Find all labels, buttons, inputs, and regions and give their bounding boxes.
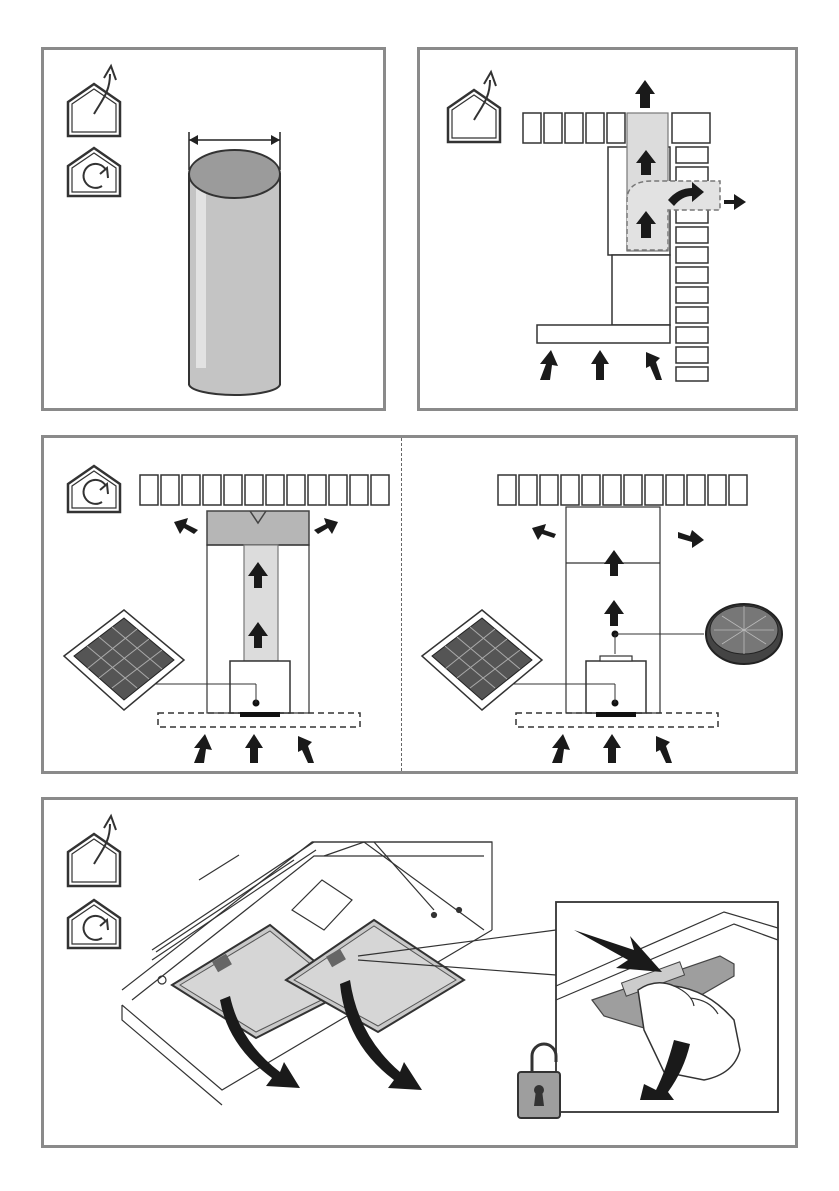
ceiling-bricks-left [140, 475, 389, 505]
grease-filter-right [286, 920, 464, 1032]
ceiling-bricks [523, 113, 625, 143]
recirculation-mode-icon [68, 900, 120, 948]
duct-pipe [189, 132, 280, 395]
grease-filter-left [64, 610, 184, 710]
grease-filter-right [422, 610, 542, 710]
recirculation-mode-icon [68, 466, 120, 512]
unlock-padlock-icon [518, 1044, 560, 1118]
extraction-mode-icon [68, 66, 120, 136]
recirculation-hood-with-deflector [150, 511, 360, 727]
panel-recirculation-installation [41, 435, 798, 774]
carbon-filter [706, 604, 782, 664]
extraction-mode-icon [68, 816, 120, 886]
recirculation-mode-icon [68, 148, 120, 196]
panel-extraction-installation [417, 47, 798, 411]
panel-duct-pipe [41, 47, 386, 411]
panel-grease-filter-removal [41, 797, 798, 1148]
ceiling-bricks-right [498, 475, 747, 505]
extraction-mode-icon [448, 72, 500, 142]
detail-inset [556, 902, 778, 1112]
wall-bricks [672, 113, 710, 381]
